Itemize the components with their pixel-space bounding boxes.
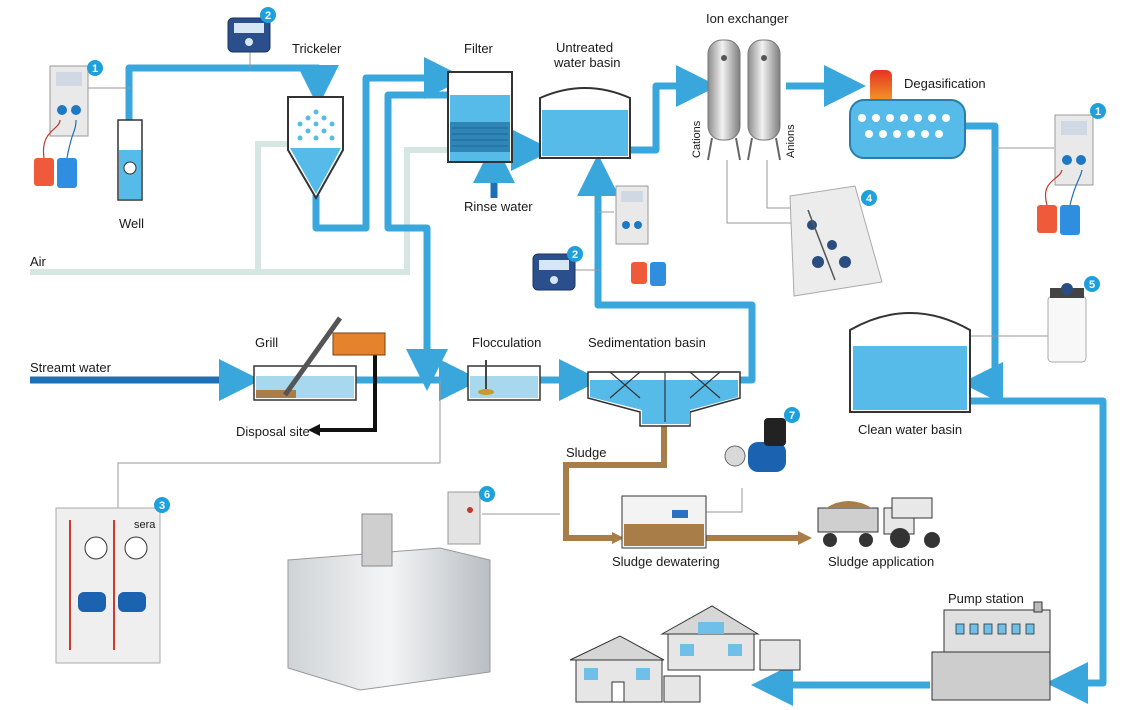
tractor-icon	[817, 497, 940, 548]
controller-icon-2	[532, 253, 576, 291]
pipe-disposal	[318, 354, 377, 432]
air-line-filter	[258, 147, 447, 275]
dosing-skid-icon: sera	[55, 507, 161, 664]
label-ion-exchanger: Ion exchanger	[706, 11, 789, 26]
pipe-degas-clean	[961, 122, 1003, 404]
untreated-water-basin	[539, 87, 631, 159]
label-well: Well	[119, 216, 144, 231]
badge-2: 2	[260, 7, 276, 23]
label-filter: Filter	[464, 41, 494, 56]
storage-tank-icon	[287, 491, 491, 691]
label-rinse-water: Rinse water	[464, 199, 533, 214]
badge-5: 5	[1084, 276, 1100, 292]
pipe-clean-pump	[970, 397, 1107, 704]
label-trickeler: Trickeler	[292, 41, 342, 56]
pipes	[30, 50, 1107, 706]
degasification	[849, 70, 966, 159]
label-cations: Cations	[691, 120, 703, 158]
svg-text:6: 6	[484, 489, 490, 501]
label-pump-station: Pump station	[948, 591, 1024, 606]
badge-2b: 2	[567, 246, 583, 262]
well	[117, 119, 143, 201]
label-untreated-2: water basin	[553, 55, 620, 70]
pump-icon	[724, 418, 786, 472]
grill	[253, 316, 386, 401]
canister-icon	[1047, 283, 1087, 363]
svg-text:5: 5	[1089, 279, 1095, 291]
label-sludge-dewatering: Sludge dewatering	[612, 554, 720, 569]
badge-7: 7	[784, 407, 800, 423]
dosing-station-icon-right	[1037, 114, 1094, 235]
badge-4: 4	[861, 190, 877, 206]
factory-icon	[931, 601, 1051, 701]
badge-1b: 1	[1090, 103, 1106, 119]
pipe-sedimentation-basin	[577, 154, 756, 384]
pipe-basin-ion	[630, 65, 718, 154]
svg-text:1: 1	[92, 63, 98, 75]
dosing-station-icon	[34, 65, 89, 188]
pipe-well-trickeler	[125, 64, 339, 150]
pipe-sludge	[563, 425, 667, 541]
clean-water-basin	[849, 312, 971, 413]
badge-6: 6	[479, 486, 495, 502]
dosing-panel-icon	[789, 185, 883, 297]
label-degasification: Degasification	[904, 76, 986, 91]
labels: Well Trickeler Filter Untreated water ba…	[30, 11, 1024, 606]
filter	[447, 71, 513, 163]
svg-text:3: 3	[159, 500, 165, 512]
house-icon	[569, 605, 801, 703]
label-sludge: Sludge	[566, 445, 606, 460]
sedimentation-basin	[587, 371, 741, 427]
label-sedimentation-basin: Sedimentation basin	[588, 335, 706, 350]
label-anions: Anions	[785, 124, 797, 158]
label-grill: Grill	[255, 335, 278, 350]
badges: 1 2 2 1 3 4 5 6 7	[87, 7, 1106, 513]
label-streamt-water: Streamt water	[30, 360, 112, 375]
pipe-filter-flocculation	[384, 91, 448, 391]
svg-text:4: 4	[866, 193, 873, 205]
label-untreated-1: Untreated	[556, 40, 613, 55]
svg-text:1: 1	[1095, 106, 1101, 118]
trickeler	[287, 96, 344, 201]
svg-text:2: 2	[265, 10, 271, 22]
label-clean-water-basin: Clean water basin	[858, 422, 962, 437]
sludge-dewatering	[621, 495, 707, 549]
sera-brand: sera	[134, 519, 156, 531]
label-sludge-application: Sludge application	[828, 554, 934, 569]
label-disposal-site: Disposal site	[236, 424, 310, 439]
pipe-trickeler-filter	[312, 57, 466, 232]
svg-text:7: 7	[789, 410, 795, 422]
badge-3: 3	[154, 497, 170, 513]
label-air: Air	[30, 254, 47, 269]
controller-icon	[227, 17, 271, 53]
badge-1: 1	[87, 60, 103, 76]
ion-exchanger	[707, 39, 781, 161]
flocculation	[467, 360, 541, 401]
label-flocculation: Flocculation	[472, 335, 541, 350]
dosing-station-icon-small	[615, 185, 666, 286]
svg-text:2: 2	[572, 249, 578, 261]
